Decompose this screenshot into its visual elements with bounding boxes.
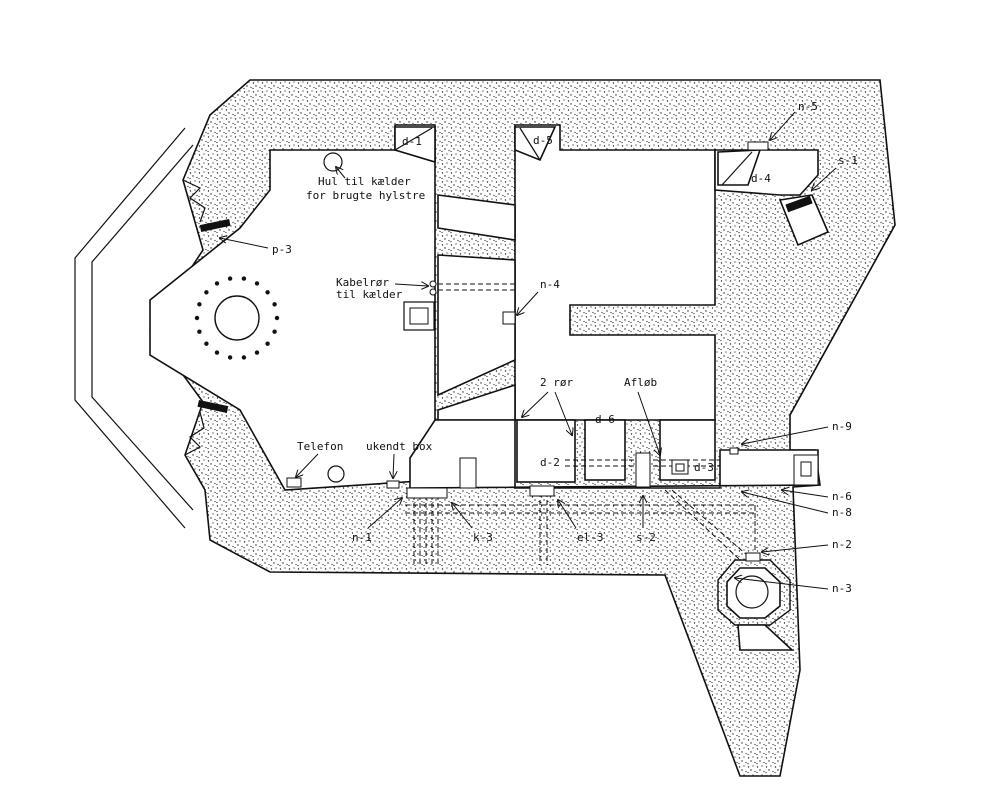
cartridge-hole — [323, 152, 343, 172]
label-telefon: Telefon — [297, 440, 343, 453]
room-d2 — [516, 419, 576, 483]
ring-dot — [194, 315, 200, 321]
ring-dot — [204, 341, 209, 346]
conduit-boxes — [406, 452, 819, 499]
ring-dot — [241, 276, 247, 281]
lower-corridor — [409, 419, 819, 489]
ring-dot — [227, 276, 233, 281]
label-k3: k-3 — [473, 531, 493, 544]
n5-box — [747, 141, 769, 151]
floor-hole — [327, 465, 345, 483]
ring-dot — [265, 290, 270, 295]
label-d6: d-6 — [595, 413, 615, 426]
label-d4: d-4 — [751, 172, 771, 185]
ring-dot — [254, 281, 260, 286]
central-corridor — [514, 124, 716, 421]
label-s1: s-1 — [838, 154, 858, 167]
label-ukendt-box: ukendt box — [366, 440, 433, 453]
ring-dot — [197, 329, 202, 334]
ring-dot — [204, 290, 209, 295]
embrasures — [182, 179, 231, 456]
n4-box — [502, 311, 516, 325]
leaders — [220, 111, 837, 590]
label-n6: n-6 — [832, 490, 852, 503]
pipes — [405, 283, 756, 565]
outer-shield — [74, 127, 194, 529]
ring-dot — [214, 350, 220, 355]
label-d5: d-5 — [533, 134, 553, 147]
ring-dot — [227, 355, 233, 360]
well-n3 — [717, 552, 795, 651]
label-n4: n-4 — [540, 278, 560, 291]
label-n9: n-9 — [832, 420, 852, 433]
label-n2: n-2 — [832, 538, 852, 551]
label-d1: d-1 — [402, 135, 422, 148]
n9-box — [729, 447, 739, 455]
s1-steps — [778, 194, 830, 247]
label-kabel1: Kabelrør — [336, 276, 389, 289]
ring-dot — [272, 329, 277, 334]
ring-dot — [214, 281, 220, 286]
label-d2: d-2 — [540, 456, 560, 469]
label-el3: el-3 — [577, 531, 604, 544]
labels: Hul til kælder for brugte hylstre Kabelr… — [272, 100, 858, 595]
label-afloeb: Afløb — [624, 376, 657, 389]
label-s2: s-2 — [636, 531, 656, 544]
label-hul1: Hul til kælder — [318, 175, 411, 188]
telefon-box — [286, 477, 302, 488]
ring-dot — [272, 302, 277, 307]
label-n3: n-3 — [832, 582, 852, 595]
label-hul2: for brugte hylstre — [306, 189, 425, 202]
gun-ring — [194, 276, 280, 360]
label-p3: p-3 — [272, 243, 292, 256]
doors-top — [394, 126, 762, 186]
ring-dot — [274, 315, 280, 321]
ring-dot — [265, 341, 270, 346]
ukendt-box — [386, 480, 400, 489]
ring-dot — [254, 350, 260, 355]
ring-dot — [241, 355, 247, 360]
label-n5: n-5 — [798, 100, 818, 113]
outer-wall-right — [789, 224, 896, 416]
cable-box — [403, 280, 437, 331]
label-n1: n-1 — [352, 531, 372, 544]
label-d3: d-3 — [694, 461, 714, 474]
label-n8: n-8 — [832, 506, 852, 519]
label-kabel2: til kælder — [336, 288, 403, 301]
label-2-ror: 2 rør — [540, 376, 573, 389]
room-d6 — [584, 419, 626, 481]
ring-dot — [197, 302, 202, 307]
